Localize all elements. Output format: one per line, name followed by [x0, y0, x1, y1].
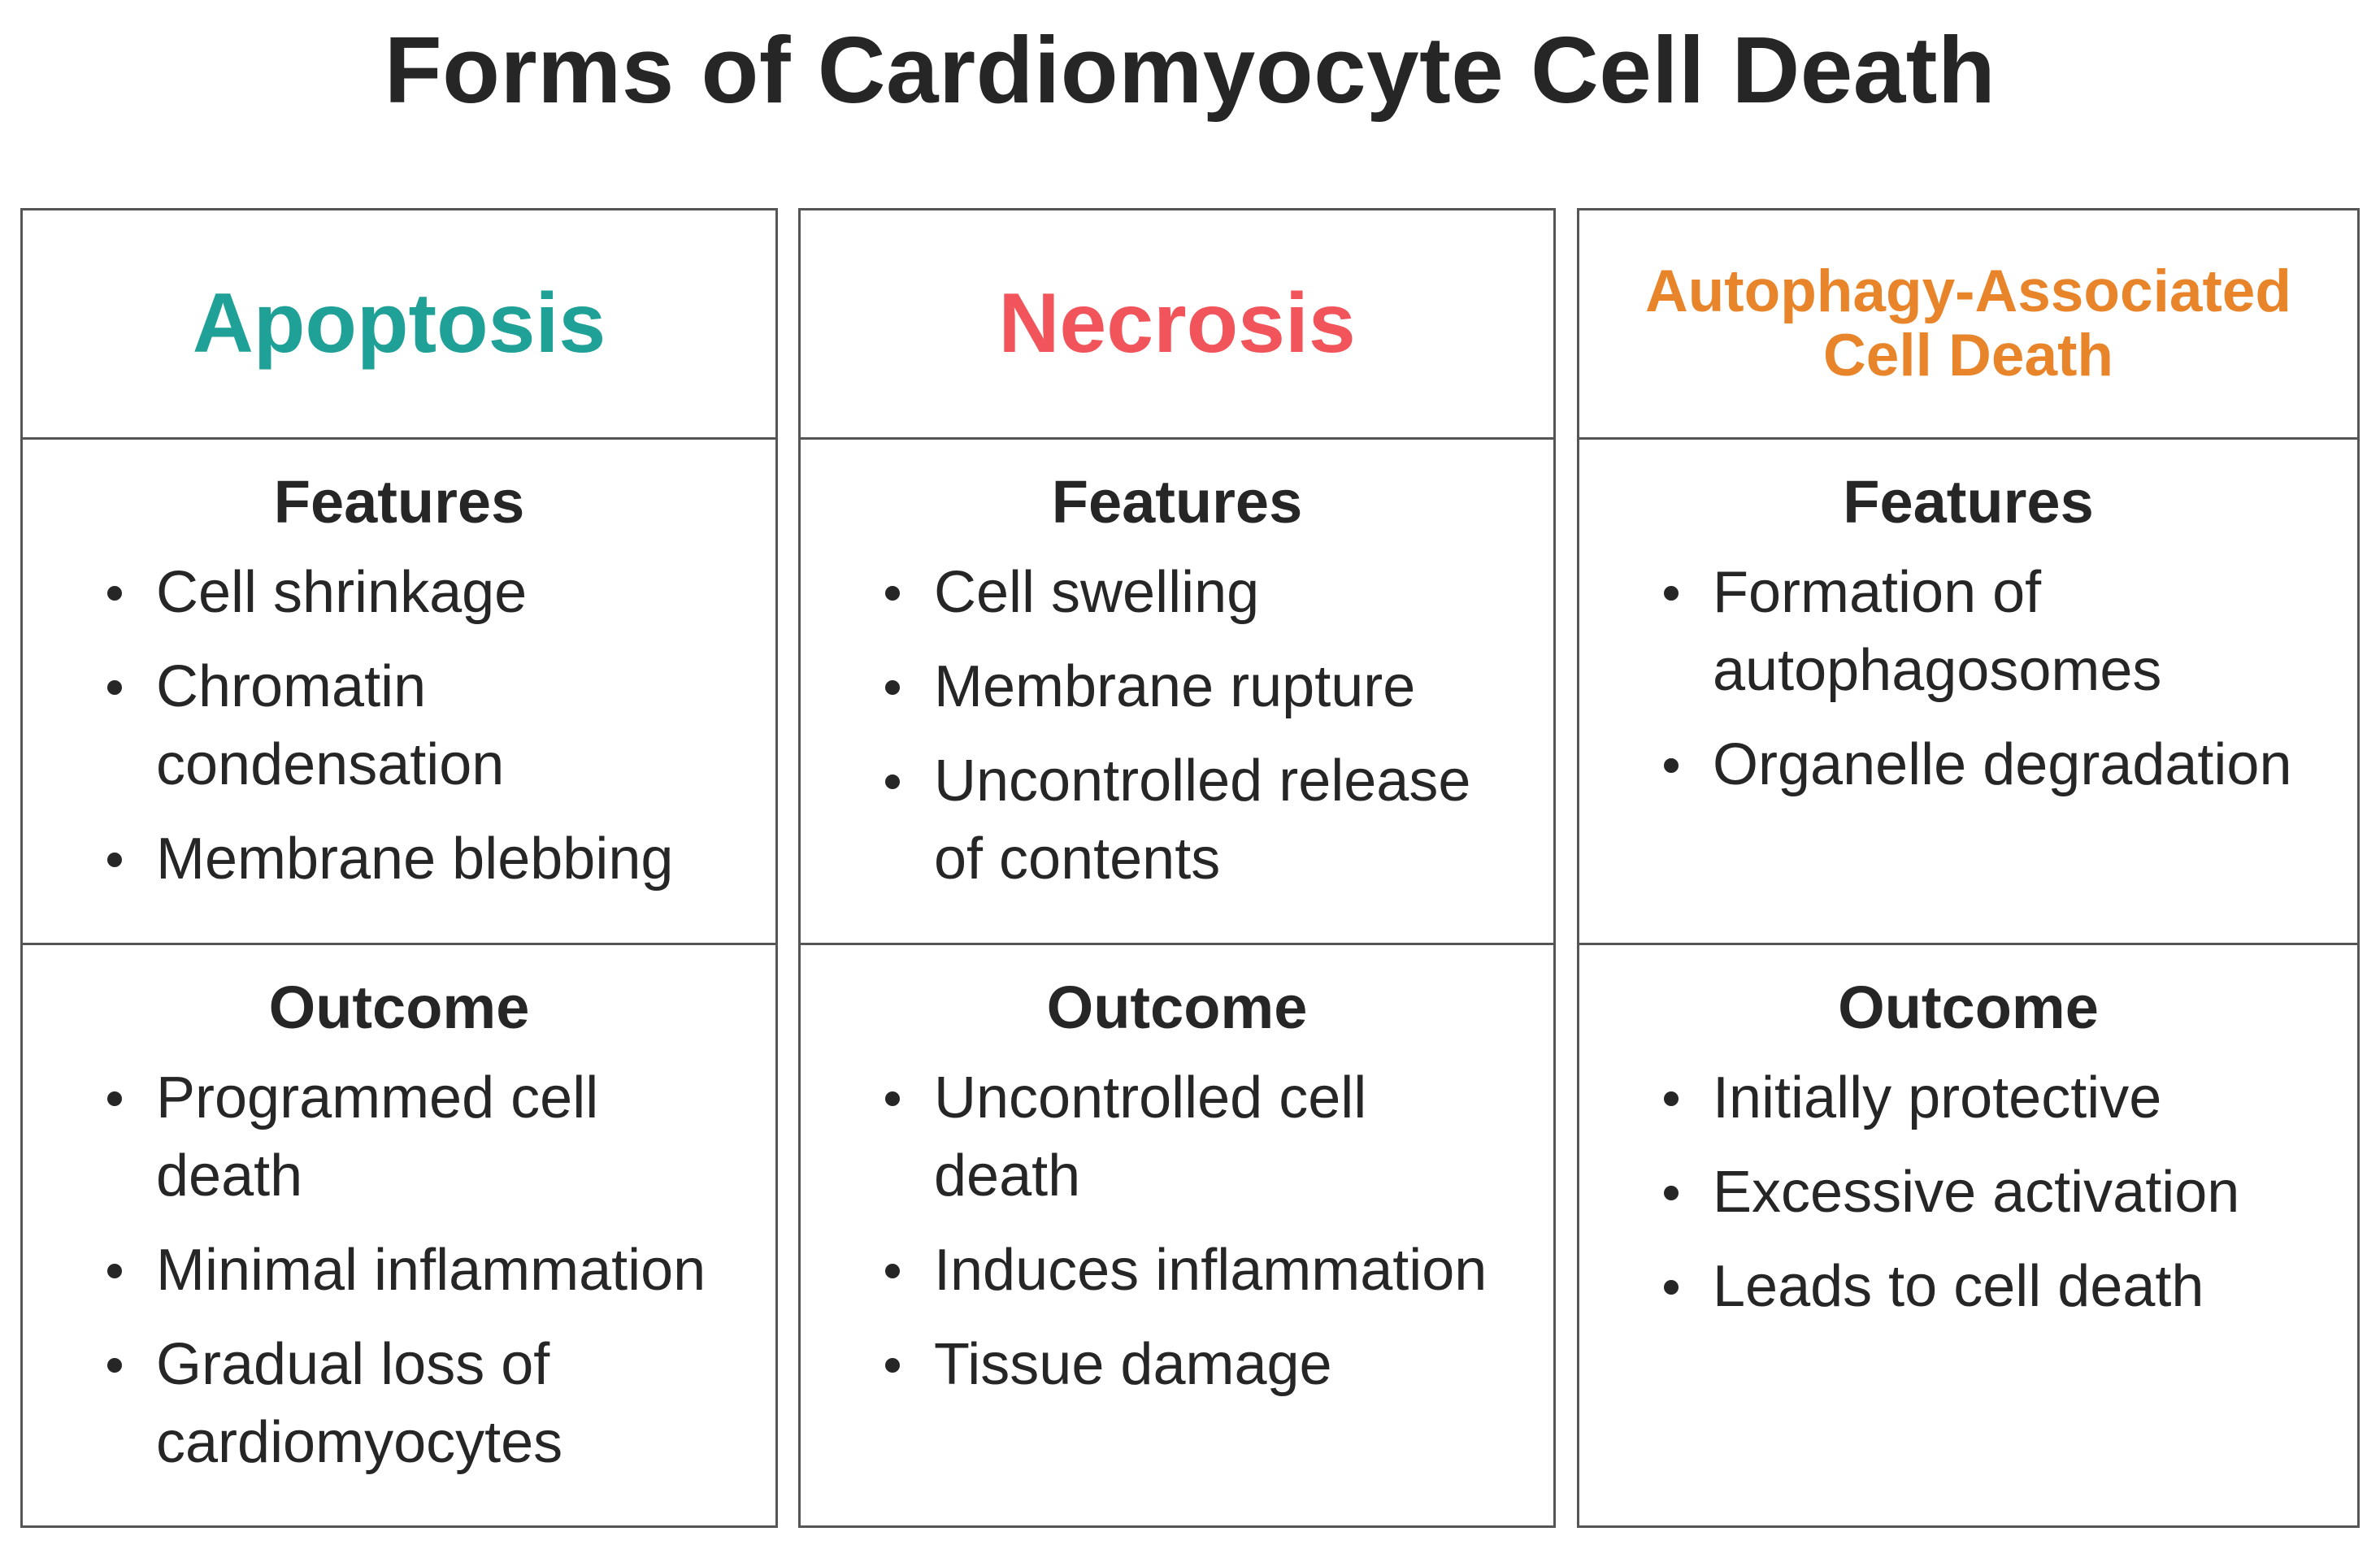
necrosis-outcome-list: Uncontrolled cell death Induces inflamma… [858, 1059, 1537, 1420]
autophagy-features-list: Formation of autophagosomes Organelle de… [1636, 553, 2341, 820]
list-item: Tissue damage [858, 1326, 1537, 1404]
list-item: Programmed cell death [80, 1059, 611, 1215]
apoptosis-outcome-list: Programmed cell death Minimal inflammati… [80, 1059, 759, 1498]
autophagy-features-heading: Features [1843, 468, 2094, 536]
necrosis-features-heading: Features [1051, 468, 1303, 536]
apoptosis-outcome-section: Outcome Programmed cell death Minimal in… [23, 945, 775, 1525]
list-item: Leads to cell death [1636, 1247, 2341, 1326]
autophagy-title: Autophagy-Associated Cell Death [1645, 258, 2291, 388]
list-item: Minimal inflammation [80, 1231, 759, 1309]
necrosis-column: Necrosis Features Cell swelling Membrane… [798, 208, 1556, 1528]
autophagy-header: Autophagy-Associated Cell Death [1579, 210, 2357, 440]
list-item: Uncontrolled cell death [858, 1059, 1422, 1215]
apoptosis-outcome-heading: Outcome [268, 974, 530, 1041]
necrosis-header: Necrosis [801, 210, 1553, 440]
necrosis-outcome-section: Outcome Uncontrolled cell death Induces … [801, 945, 1553, 1525]
autophagy-outcome-section: Outcome Initially protective Excessive a… [1579, 945, 2357, 1525]
apoptosis-features-list: Cell shrinkage Chromatin condensation Me… [80, 553, 759, 914]
autophagy-column: Autophagy-Associated Cell Death Features… [1577, 208, 2360, 1528]
list-item: Initially protective [1636, 1059, 2341, 1137]
list-item: Membrane blebbing [80, 820, 759, 898]
autophagy-features-section: Features Formation of autophagosomes Org… [1579, 440, 2357, 945]
list-item: Formation of autophagosomes [1636, 553, 2233, 709]
apoptosis-features-heading: Features [273, 468, 525, 536]
autophagy-title-line1: Autophagy-Associated [1645, 258, 2291, 324]
list-item: Gradual loss of cardiomyocytes [80, 1326, 611, 1482]
apoptosis-header: Apoptosis [23, 210, 775, 440]
list-item: Chromatin condensation [80, 648, 504, 804]
apoptosis-features-section: Features Cell shrinkage Chromatin conden… [23, 440, 775, 945]
necrosis-features-section: Features Cell swelling Membrane rupture … [801, 440, 1553, 945]
necrosis-features-list: Cell swelling Membrane rupture Uncontrol… [858, 553, 1537, 914]
autophagy-outcome-heading: Outcome [1838, 974, 2099, 1041]
list-item: Induces inflammation [858, 1231, 1537, 1309]
list-item: Excessive activation [1636, 1153, 2341, 1231]
autophagy-title-line2: Cell Death [1823, 322, 2113, 388]
necrosis-title: Necrosis [998, 276, 1356, 371]
necrosis-outcome-heading: Outcome [1046, 974, 1308, 1041]
autophagy-outcome-list: Initially protective Excessive activatio… [1636, 1059, 2341, 1342]
list-item: Membrane rupture [858, 648, 1537, 726]
list-item: Cell swelling [858, 553, 1537, 631]
list-item: Cell shrinkage [80, 553, 759, 631]
list-item: Organelle degradation [1636, 726, 2341, 804]
page-title: Forms of Cardiomyocyte Cell Death [384, 17, 1996, 123]
apoptosis-title: Apoptosis [192, 276, 606, 371]
apoptosis-column: Apoptosis Features Cell shrinkage Chroma… [20, 208, 778, 1528]
list-item: Uncontrolled release of contents [858, 742, 1503, 898]
